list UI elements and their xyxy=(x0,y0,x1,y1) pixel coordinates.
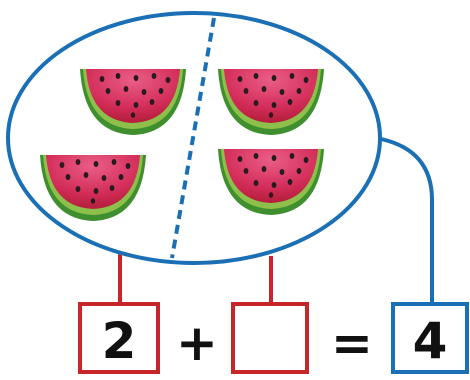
total-value: 4 xyxy=(413,312,448,370)
plus-sign: + xyxy=(176,314,218,372)
equals-sign: = xyxy=(331,314,373,372)
first-addend-value: 2 xyxy=(102,312,137,370)
second-addend-box[interactable] xyxy=(233,304,307,372)
whole-connector xyxy=(376,138,432,304)
